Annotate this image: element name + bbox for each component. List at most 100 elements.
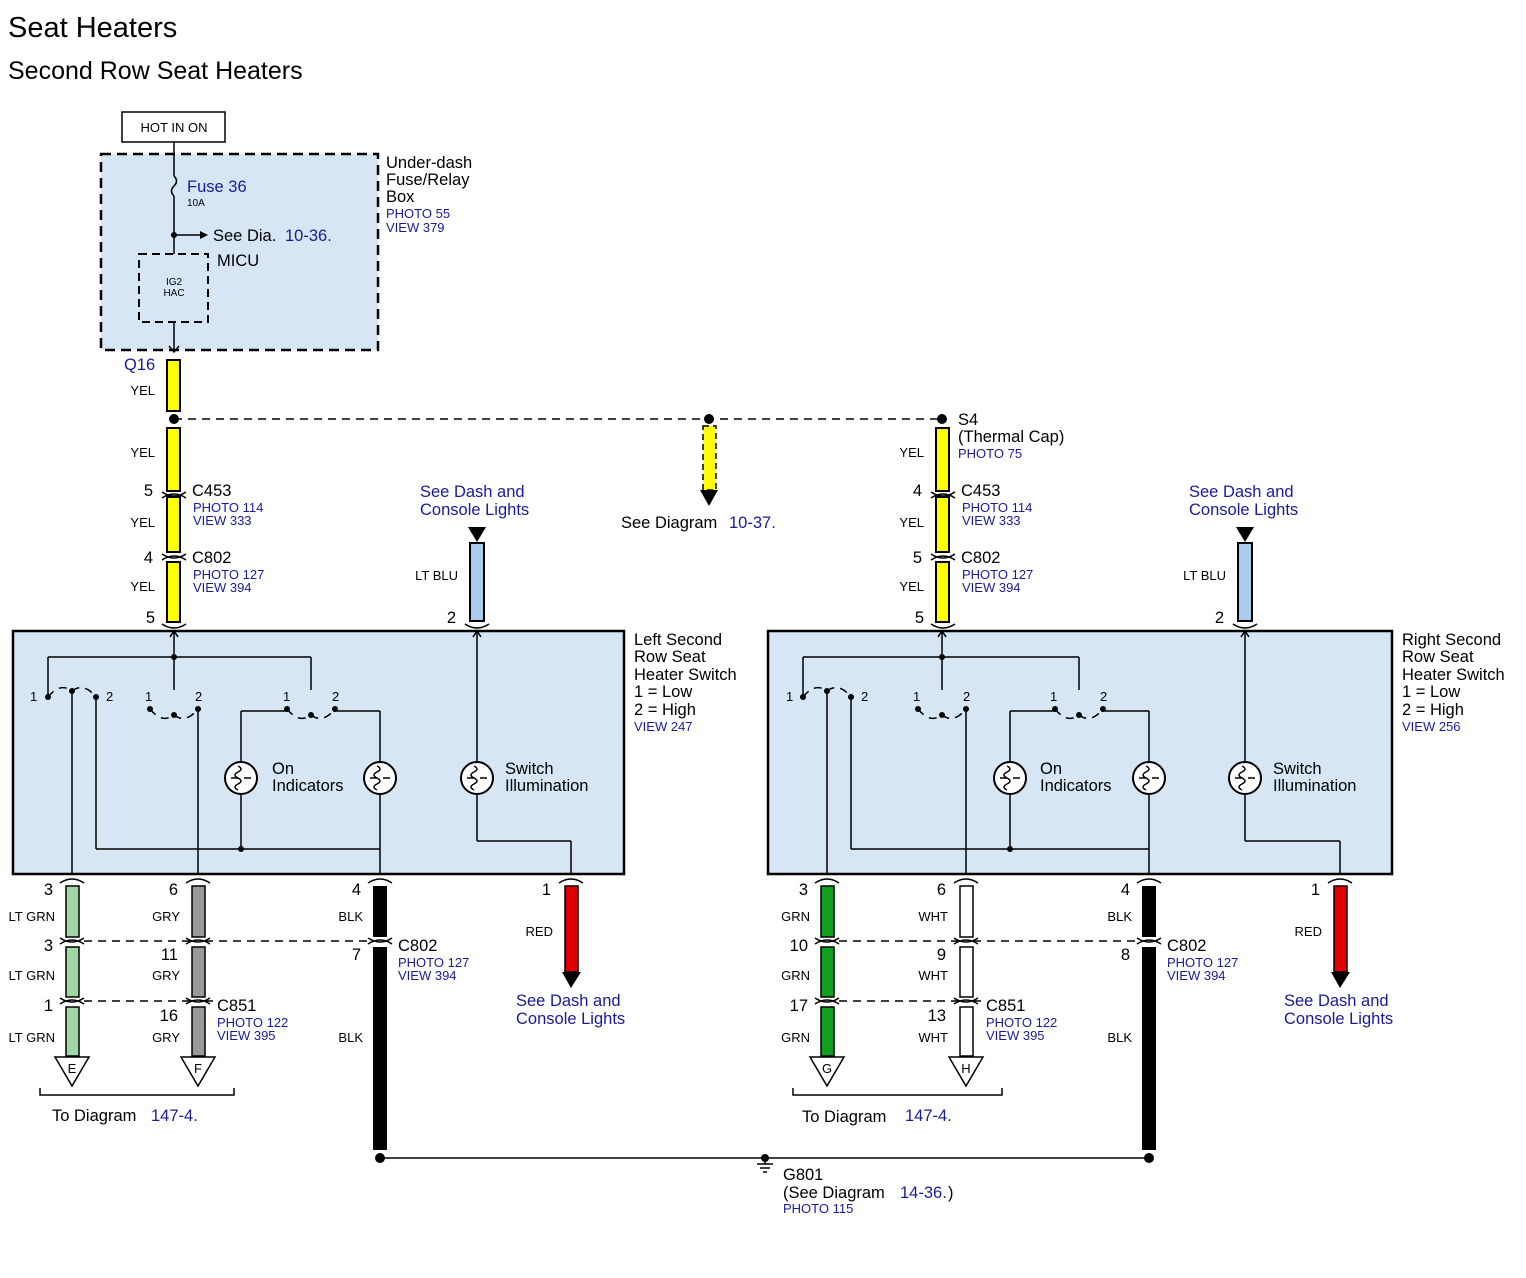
- wire-yel-left-c: [166, 561, 181, 623]
- ground-see-suffix: ): [948, 1184, 954, 1202]
- fuse-label: Fuse 36: [187, 178, 247, 196]
- wire-blk-right-b: [1142, 947, 1156, 1150]
- left-to-diagram-prefix: To Diagram: [52, 1107, 136, 1125]
- svg-text:1: 1: [542, 881, 551, 899]
- left-switch-name-2: Row Seat: [634, 648, 706, 666]
- right-dash-lights-top-2[interactable]: Console Lights: [1189, 501, 1298, 519]
- ground-photo: PHOTO 115: [783, 1201, 853, 1216]
- right-switch-name-5: 2 = High: [1402, 701, 1464, 719]
- ref-triangle-h[interactable]: [947, 1056, 985, 1088]
- ground-see-ref[interactable]: 14-36.: [900, 1184, 947, 1202]
- ref-triangle-f[interactable]: [179, 1056, 217, 1088]
- left-dash-lights-top-1[interactable]: See Dash and: [420, 483, 525, 501]
- svg-text:GRY: GRY: [152, 968, 180, 983]
- svg-text:BLK: BLK: [338, 1030, 363, 1045]
- svg-text:2: 2: [332, 689, 339, 704]
- svg-text:VIEW 333: VIEW 333: [193, 513, 252, 528]
- wire-ltgrn-left-c: [65, 1006, 80, 1057]
- svg-text:1: 1: [1050, 689, 1057, 704]
- right-switch-view: VIEW 256: [1402, 719, 1461, 734]
- pin-left-c802: 4: [144, 549, 153, 567]
- right-dash-lights-bottom-1[interactable]: See Dash and: [1284, 992, 1389, 1010]
- splice-detail: (Thermal Cap): [958, 428, 1064, 446]
- left-dash-lights-bottom-2[interactable]: Console Lights: [516, 1010, 625, 1028]
- wire-ltblu-left: [469, 542, 485, 622]
- svg-text:BLK: BLK: [338, 909, 363, 924]
- right-to-diagram-ref[interactable]: 147-4.: [905, 1107, 952, 1125]
- svg-text:13: 13: [928, 1007, 946, 1025]
- lamp-icon: [993, 761, 1027, 795]
- svg-text:1: 1: [145, 689, 152, 704]
- svg-text:1: 1: [786, 689, 793, 704]
- svg-text:PHOTO 127: PHOTO 127: [962, 567, 1033, 582]
- ground-name: G801: [783, 1166, 823, 1184]
- svg-text:3: 3: [799, 881, 808, 899]
- wire-gry-left-a: [191, 885, 206, 938]
- svg-text:VIEW 394: VIEW 394: [1167, 968, 1226, 983]
- splice-name: S4: [958, 411, 978, 429]
- see-diagram-ref[interactable]: 10-37.: [729, 514, 776, 532]
- right-switch-name-4: 1 = Low: [1402, 683, 1460, 701]
- wire-yel-left-a: [166, 427, 181, 492]
- svg-text:Switch: Switch: [505, 760, 554, 778]
- svg-text:G: G: [822, 1061, 832, 1076]
- svg-text:F: F: [194, 1061, 202, 1076]
- wire-yel-q16: [166, 359, 181, 412]
- fuse-box-name-3: Box: [386, 188, 415, 206]
- svg-text:E: E: [68, 1061, 77, 1076]
- right-switch-name-2: Row Seat: [1402, 648, 1474, 666]
- lamp-icon: [1228, 761, 1262, 795]
- wire-grn-right-b: [820, 946, 835, 998]
- svg-text:YEL: YEL: [899, 445, 924, 460]
- svg-text:BLK: BLK: [1107, 1030, 1132, 1045]
- right-switch-name-3: Heater Switch: [1402, 666, 1505, 684]
- right-dash-lights-bottom-2[interactable]: Console Lights: [1284, 1010, 1393, 1028]
- svg-text:6: 6: [937, 881, 946, 899]
- pin-right-illum: 2: [1215, 609, 1224, 627]
- left-heater-switch: 1 2 1 2 1 2 On Indicators Switch Illumin…: [11, 629, 626, 876]
- wire-gry-left-c: [191, 1006, 206, 1057]
- page-subtitle: Second Row Seat Heaters: [8, 57, 303, 85]
- svg-text:Indicators: Indicators: [1040, 777, 1112, 795]
- svg-text:PHOTO 122: PHOTO 122: [986, 1015, 1057, 1030]
- arrow-down-icon: [1236, 527, 1254, 542]
- power-source-box: [121, 111, 226, 143]
- svg-text:GRN: GRN: [781, 909, 810, 924]
- fuse-relay-box: [99, 152, 380, 352]
- splice-photo: PHOTO 75: [958, 446, 1022, 461]
- svg-text:3: 3: [44, 881, 53, 899]
- right-heater-switch: 1 2 1 2 1 2 On Indicators Switch Illumin…: [766, 629, 1394, 876]
- svg-text:PHOTO 122: PHOTO 122: [217, 1015, 288, 1030]
- left-to-diagram-ref[interactable]: 147-4.: [151, 1107, 198, 1125]
- svg-text:10: 10: [790, 937, 808, 955]
- fuse-box-name-1: Under-dash: [386, 154, 472, 172]
- wire-gry-left-b: [191, 946, 206, 998]
- lamp-icon: [1132, 761, 1166, 795]
- fuse-rating: 10A: [187, 198, 205, 209]
- wire-wht-right-c: [959, 1006, 974, 1057]
- svg-text:GRY: GRY: [152, 909, 180, 924]
- pin-right-c802: 5: [913, 549, 922, 567]
- wire-yel-right-a: [935, 427, 950, 492]
- svg-text:YEL: YEL: [130, 579, 155, 594]
- arrow-down-icon: [562, 972, 581, 988]
- svg-text:2: 2: [195, 689, 202, 704]
- svg-text:Indicators: Indicators: [272, 777, 344, 795]
- ref-triangle-e[interactable]: [53, 1056, 91, 1088]
- svg-text:1: 1: [283, 689, 290, 704]
- left-dash-lights-bottom-1[interactable]: See Dash and: [516, 992, 621, 1010]
- lamp-icon: [363, 761, 397, 795]
- micu-label: MICU: [217, 252, 259, 270]
- right-c851-label: C851: [986, 997, 1025, 1015]
- svg-text:1: 1: [1311, 881, 1320, 899]
- left-dash-lights-top-2[interactable]: Console Lights: [420, 501, 529, 519]
- see-dia-ref[interactable]: 10-36.: [285, 227, 332, 245]
- pin-right-c453: 4: [913, 482, 922, 500]
- right-dash-lights-top-1[interactable]: See Dash and: [1189, 483, 1294, 501]
- svg-text:PHOTO 127: PHOTO 127: [398, 955, 469, 970]
- wire-ltblu-right: [1237, 542, 1253, 622]
- ref-triangle-g[interactable]: [808, 1056, 846, 1088]
- svg-text:WHT: WHT: [918, 968, 948, 983]
- svg-text:2: 2: [1100, 689, 1107, 704]
- ground-see-prefix: (See Diagram: [783, 1184, 885, 1202]
